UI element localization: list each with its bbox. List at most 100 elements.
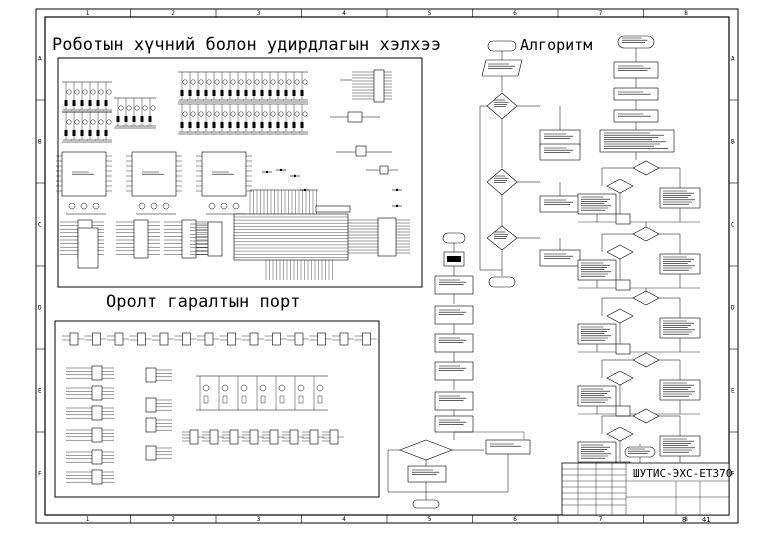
flow-small-box — [615, 213, 631, 225]
transistor-symbol — [74, 89, 80, 95]
diode-symbol — [220, 122, 224, 128]
transistor-symbol — [190, 111, 196, 117]
diode-symbol — [228, 90, 232, 96]
io-connector — [91, 365, 103, 381]
transistor-symbol — [278, 111, 284, 117]
diode-symbol — [292, 122, 296, 128]
diode-symbol — [72, 130, 76, 136]
flow-process-box — [485, 439, 531, 455]
diode-symbol — [64, 100, 68, 106]
transistor-symbol — [254, 111, 260, 117]
transistor-symbol — [278, 79, 284, 85]
transistor-symbol — [90, 89, 96, 95]
transistor-symbol — [198, 79, 204, 85]
transistor-symbol — [286, 111, 292, 117]
diode-symbol — [244, 122, 248, 128]
input-block — [137, 332, 146, 346]
transistor-symbol — [246, 111, 252, 117]
transistor-symbol — [302, 79, 308, 85]
flow-decision — [606, 244, 634, 260]
sheet-number: 8 — [682, 516, 686, 524]
input-block — [317, 332, 326, 346]
io-transistor — [202, 384, 210, 392]
io-resistor — [298, 395, 304, 404]
diode-symbol — [212, 122, 216, 128]
header-connector — [181, 219, 197, 259]
header-connector — [377, 217, 397, 257]
diode-symbol — [104, 100, 108, 106]
header-connector — [77, 227, 99, 269]
input-block — [204, 332, 214, 346]
flow-decision — [632, 160, 660, 176]
diode-symbol — [188, 122, 192, 128]
output-transistor — [92, 202, 100, 210]
flow-decision — [486, 225, 518, 251]
transistor-symbol — [262, 111, 268, 117]
flowchart-motion — [577, 35, 701, 473]
input-block — [227, 332, 236, 346]
transistor-symbol — [66, 119, 72, 125]
io-transistor — [316, 384, 324, 392]
transistor-symbol — [142, 105, 148, 111]
io-connector — [249, 429, 259, 445]
node-dot — [265, 170, 269, 174]
flow-small-box — [615, 405, 631, 417]
transistor-symbol — [214, 79, 220, 85]
transistor-symbol — [106, 119, 112, 125]
microcontroller-label-box — [315, 205, 351, 213]
transistor-symbol — [106, 89, 112, 95]
input-block — [92, 332, 101, 346]
algorithm-section: Алгоритм — [387, 35, 701, 509]
diode-symbol — [276, 122, 280, 128]
diode-symbol — [180, 90, 184, 96]
connector-block — [373, 69, 385, 103]
transistor-symbol — [222, 79, 228, 85]
grid-row-label-right: A — [731, 56, 735, 63]
grid-row-label-right: D — [731, 305, 735, 312]
grid-column-label-bottom: 3 — [257, 516, 261, 523]
diode-symbol — [96, 100, 100, 106]
flow-process-box — [434, 415, 474, 433]
node-dot — [279, 168, 283, 172]
transistor-symbol — [222, 111, 228, 117]
diode-symbol — [96, 130, 100, 136]
grid-column-label-bottom: 1 — [86, 516, 90, 523]
flow-process-box — [407, 465, 447, 483]
diode-symbol — [300, 90, 304, 96]
transistor-symbol — [270, 111, 276, 117]
transistor-symbol — [190, 79, 196, 85]
io-connector — [309, 429, 319, 445]
io-resistor — [279, 395, 285, 404]
input-block — [272, 332, 281, 346]
diode-symbol — [220, 90, 224, 96]
grid-row-label-left: F — [38, 471, 42, 478]
diode-symbol — [212, 90, 216, 96]
io-connector — [329, 429, 339, 445]
io-port-section: Оролт гаралтын порт — [54, 292, 380, 498]
flow-process-box — [434, 333, 474, 353]
diode-symbol — [132, 116, 136, 122]
transistor-symbol — [90, 119, 96, 125]
io-connector — [91, 469, 103, 485]
flow-process-box — [539, 195, 581, 213]
output-transistor — [208, 202, 216, 210]
output-transistor — [80, 202, 88, 210]
diode-symbol — [268, 90, 272, 96]
transistor-symbol — [230, 111, 236, 117]
io-connector — [91, 405, 103, 421]
grid-row-label-left: C — [38, 222, 42, 229]
io-connector — [145, 417, 157, 433]
diode-symbol — [252, 122, 256, 128]
transistor-symbol — [286, 79, 292, 85]
flow-decision — [606, 370, 634, 386]
diode-symbol — [260, 90, 264, 96]
diode-symbol — [104, 130, 108, 136]
grid-row-label-right: C — [731, 222, 735, 229]
transistor-symbol — [150, 105, 156, 111]
diode-symbol — [300, 122, 304, 128]
grid-column-label-top: 1 — [86, 10, 90, 17]
diode-symbol — [284, 122, 288, 128]
grid-column-label-top: 2 — [171, 10, 175, 17]
grid-row-label-right: F — [731, 471, 735, 478]
